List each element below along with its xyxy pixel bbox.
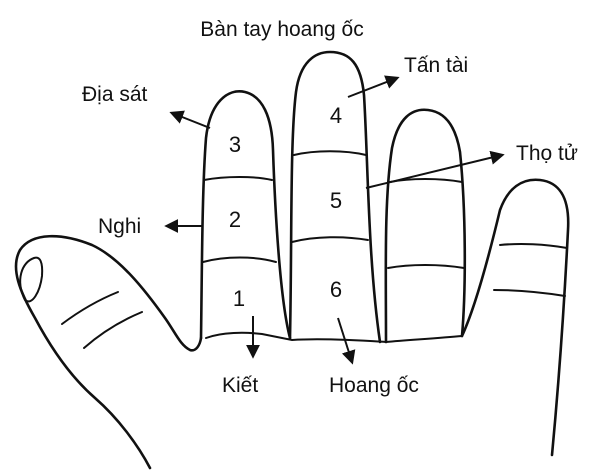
label-hoang-oc: Hoang ốc (329, 374, 419, 397)
ring-crease-2 (388, 265, 464, 268)
arrow-dia-sat (172, 113, 210, 128)
zone-number-3: 3 (229, 132, 241, 157)
middle-crease-1 (294, 151, 366, 155)
palm-right-line (386, 336, 462, 342)
index-crease-1 (204, 177, 272, 180)
label-dia-sat: Địa sát (82, 83, 148, 106)
thumb-outline (16, 236, 201, 468)
arrow-tho-tu (366, 155, 502, 188)
ring-finger-outline (386, 110, 465, 342)
arrow-tan-tai (348, 78, 397, 97)
zone-number-6: 6 (330, 277, 342, 302)
zone-number-2: 2 (229, 207, 241, 232)
zone-number-4: 4 (330, 103, 342, 128)
zone-number-5: 5 (330, 188, 342, 213)
label-tho-tu: Thọ tử (516, 142, 578, 165)
label-tan-tai: Tấn tài (404, 54, 468, 77)
label-nghi: Nghi (98, 215, 141, 238)
index-finger-outline (201, 91, 290, 338)
little-finger-outline (462, 180, 568, 455)
label-kiet: Kiết (222, 374, 258, 397)
palm-top-line (206, 333, 386, 342)
zone-number-1: 1 (233, 286, 245, 311)
thumb-crease-1 (62, 292, 118, 324)
hand-outline (16, 52, 568, 468)
thumb-crease-2 (84, 312, 142, 348)
little-crease-2 (494, 290, 565, 296)
thumb-nail (20, 258, 42, 302)
diagram-title: Bàn tay hoang ốc (200, 18, 363, 41)
middle-crease-2 (292, 237, 368, 242)
index-crease-2 (203, 258, 276, 263)
little-crease-1 (500, 244, 567, 248)
